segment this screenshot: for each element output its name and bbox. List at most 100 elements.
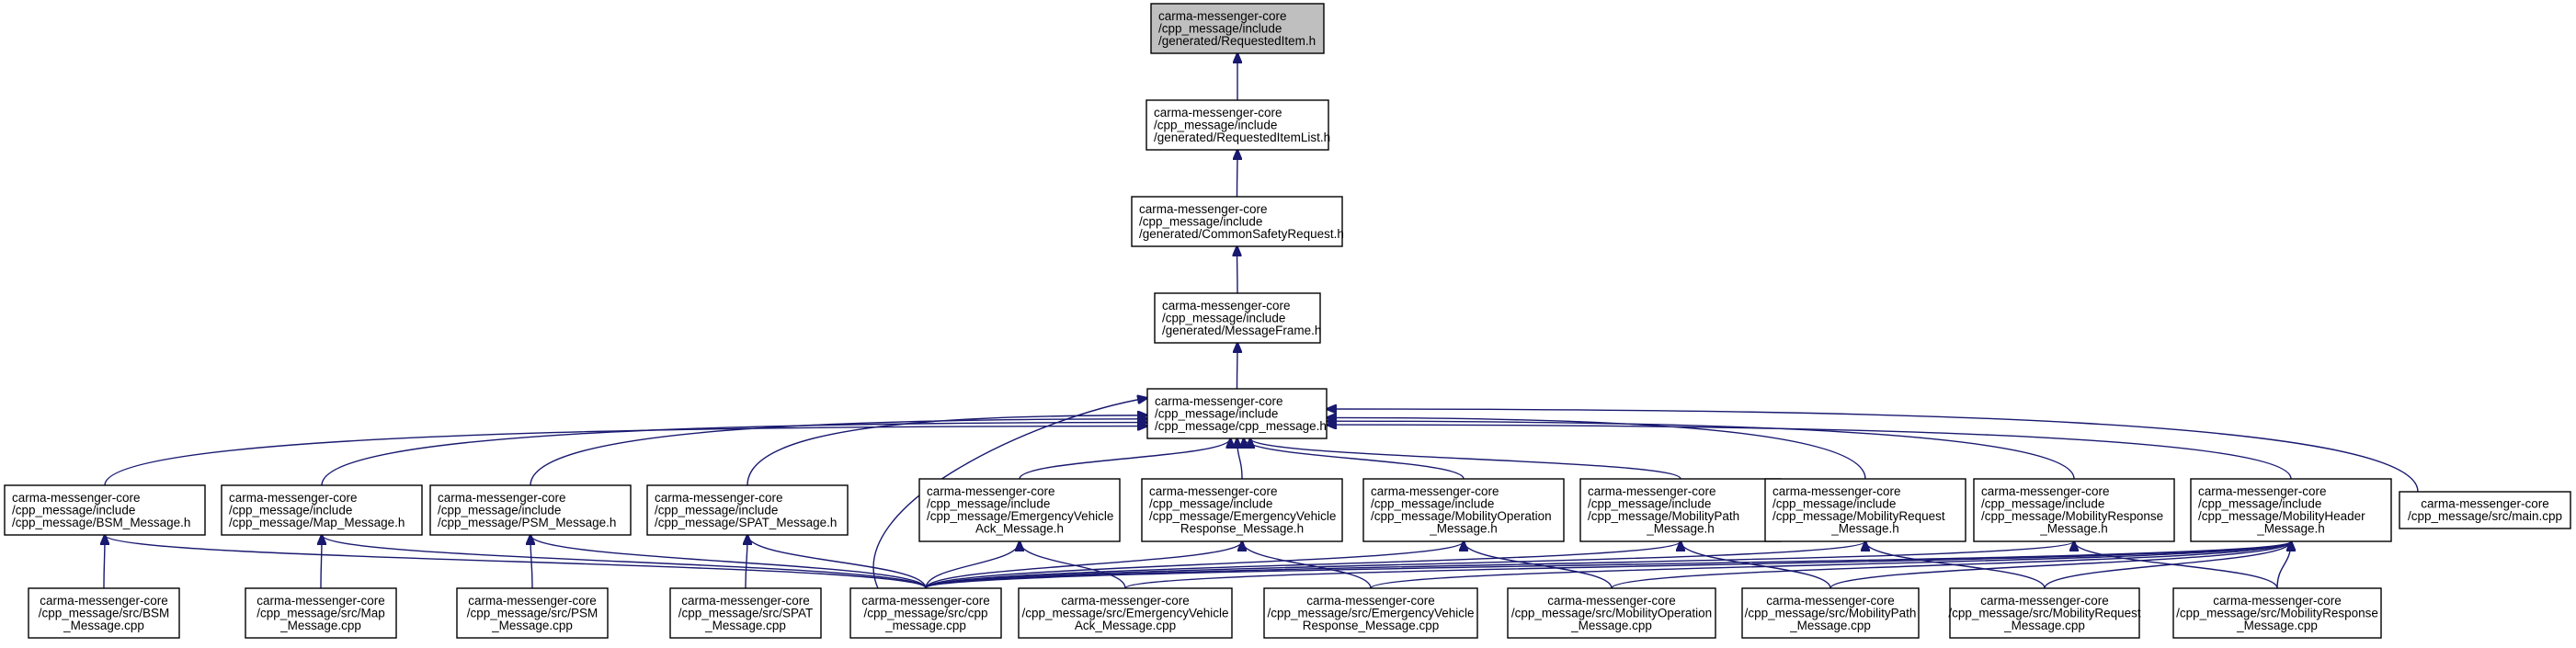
node-label-line: carma-messenger-core [861, 594, 990, 608]
node-mobpath-h[interactable]: carma-messenger-core/cpp_message/include… [1579, 478, 1782, 542]
node-label-line: _Message.cpp [2236, 619, 2318, 632]
node-label-line: carma-messenger-core [1371, 484, 1499, 498]
node-label-line: Ack_Message.cpp [1075, 619, 1176, 632]
node-label-line: carma-messenger-core [256, 594, 385, 608]
node-mobop-h[interactable]: carma-messenger-core/cpp_message/include… [1362, 478, 1565, 542]
node-main-cpp[interactable]: carma-messenger-core/cpp_message/src/mai… [2399, 491, 2571, 529]
edge-mobpath-h-to-cpp-message-h [1250, 438, 1681, 480]
node-label-line: carma-messenger-core [468, 594, 597, 608]
edge-path [1124, 541, 2291, 589]
node-cpp-message-cpp[interactable]: carma-messenger-core/cpp_message/src/cpp… [849, 587, 1002, 639]
node-label-line: carma-messenger-core [229, 491, 358, 505]
node-messageframe-h[interactable]: carma-messenger-core/cpp_message/include… [1154, 292, 1321, 344]
node-label-line: carma-messenger-core [1306, 594, 1435, 608]
node-label-line: carma-messenger-core [2198, 484, 2327, 498]
node-box [1131, 196, 1343, 247]
edge-evr-cpp-to-mobhdr-h [1370, 541, 2291, 589]
node-label-line: /cpp_message/MobilityOperation [1371, 509, 1552, 523]
edge-cpp-message-cpp-to-spat-h [747, 535, 927, 589]
edge-path [530, 419, 1147, 486]
edge-commonsafetyrequest-h-to-requesteditemlist-h [1237, 150, 1238, 198]
edge-mobresp-cpp-to-mobhdr-h [2276, 541, 2291, 589]
node-mobreq-cpp[interactable]: carma-messenger-core/cpp_message/src/Mob… [1948, 587, 2141, 639]
edge-path [2044, 541, 2291, 589]
node-label-line: /cpp_message/include [1154, 118, 1277, 131]
node-label-line: /cpp_message/MobilityPath [1588, 509, 1739, 523]
edge-cpp-message-cpp-to-map-h [322, 535, 927, 589]
node-mobreq-h[interactable]: carma-messenger-core/cpp_message/include… [1764, 478, 1966, 542]
node-label-line: carma-messenger-core [438, 491, 566, 505]
node-label-line: /cpp_message/src/MobilityRequest [1948, 606, 2141, 620]
node-mobresp-cpp[interactable]: carma-messenger-core/cpp_message/src/Mob… [2172, 587, 2382, 639]
node-label-line: carma-messenger-core [655, 491, 783, 505]
node-label-line: _Message.h [1429, 522, 1498, 536]
edge-mobresp-cpp-to-mobresp-h [2074, 541, 2278, 589]
node-box [1362, 478, 1565, 542]
edge-main-cpp-to-cpp-message-h [1327, 409, 2419, 493]
node-eva-cpp[interactable]: carma-messenger-core/cpp_message/src/Eme… [1018, 587, 1233, 639]
node-psm-h[interactable]: carma-messenger-core/cpp_message/include… [429, 484, 632, 536]
edge-path [746, 535, 747, 589]
edge-cpp-message-cpp-to-evr-h [925, 541, 1242, 589]
node-spat-h[interactable]: carma-messenger-core/cpp_message/include… [646, 484, 849, 536]
edge-path [872, 398, 1147, 589]
node-cpp-message-h[interactable]: carma-messenger-core/cpp_message/include… [1146, 388, 1328, 439]
node-label-line: carma-messenger-core [1588, 484, 1716, 498]
node-evr-h[interactable]: carma-messenger-core/cpp_message/include… [1141, 478, 1343, 542]
node-label-line: _Message.cpp [63, 619, 144, 632]
edge-path [1237, 343, 1238, 390]
node-eva-h[interactable]: carma-messenger-core/cpp_message/include… [918, 478, 1121, 542]
dependency-edges [104, 53, 2419, 589]
node-box [245, 587, 397, 639]
node-label-line: _Message.cpp [279, 619, 361, 632]
edge-path [925, 541, 2074, 589]
node-label-line: /cpp_message/include [1158, 21, 1282, 35]
edge-path [2276, 541, 2291, 589]
node-box [1018, 587, 1233, 639]
edge-spat-h-to-cpp-message-h [747, 415, 1147, 486]
node-label-line: carma-messenger-core [40, 594, 168, 608]
node-evr-cpp[interactable]: carma-messenger-core/cpp_message/src/Eme… [1263, 587, 1478, 639]
node-box [918, 478, 1121, 542]
node-map-cpp[interactable]: carma-messenger-core/cpp_message/src/Map… [245, 587, 397, 639]
edge-bsm-cpp-to-bsm-h [104, 535, 105, 589]
node-label-line: _Message.cpp [491, 619, 573, 632]
node-label-line: carma-messenger-core [1154, 106, 1282, 119]
edge-path [747, 415, 1147, 486]
edge-path [925, 541, 1464, 589]
node-commonsafetyrequest-h[interactable]: carma-messenger-core/cpp_message/include… [1131, 196, 1344, 247]
node-label-line: /cpp_message/include [1139, 214, 1262, 228]
edge-evr-h-to-cpp-message-h [1237, 438, 1243, 480]
node-box [1154, 292, 1321, 344]
node-box [2172, 587, 2382, 639]
edge-path [1237, 438, 1243, 480]
node-spat-cpp[interactable]: carma-messenger-core/cpp_message/src/SPA… [669, 587, 822, 639]
edge-cpp-message-cpp-to-mobreq-h [925, 541, 1865, 589]
node-psm-cpp[interactable]: carma-messenger-core/cpp_message/src/PSM… [456, 587, 609, 639]
node-box [28, 587, 180, 639]
edge-mobop-h-to-cpp-message-h [1244, 438, 1465, 480]
edge-path [1681, 541, 1831, 589]
node-bsm-cpp[interactable]: carma-messenger-core/cpp_message/src/BSM… [28, 587, 180, 639]
node-requesteditem-h[interactable]: carma-messenger-core/cpp_message/include… [1150, 3, 1325, 54]
node-box [2190, 478, 2392, 542]
edge-path [1327, 425, 2292, 480]
node-mobresp-h[interactable]: carma-messenger-core/cpp_message/include… [1973, 478, 2175, 542]
node-mobpath-cpp[interactable]: carma-messenger-core/cpp_message/src/Mob… [1741, 587, 1920, 639]
node-label-line: /cpp_message/src/EmergencyVehicle [1267, 606, 1474, 620]
node-requesteditemlist-h[interactable]: carma-messenger-core/cpp_message/include… [1146, 99, 1330, 151]
node-bsm-h[interactable]: carma-messenger-core/cpp_message/include… [4, 484, 206, 536]
node-label-line: _Message.cpp [1789, 619, 1871, 632]
node-label-line: carma-messenger-core [1766, 594, 1895, 608]
edge-cpp-message-cpp-to-mobop-h [925, 541, 1464, 589]
node-mobhdr-h[interactable]: carma-messenger-core/cpp_message/include… [2190, 478, 2392, 542]
node-label-line: carma-messenger-core [1980, 594, 2109, 608]
node-map-h[interactable]: carma-messenger-core/cpp_message/include… [221, 484, 423, 536]
edge-messageframe-h-to-commonsafetyrequest-h [1237, 246, 1238, 294]
node-label-line: Response_Message.h [1180, 522, 1304, 536]
edge-mobreq-cpp-to-mobhdr-h [2044, 541, 2291, 589]
node-label-line: _message.cpp [884, 619, 966, 632]
node-mobop-cpp[interactable]: carma-messenger-core/cpp_message/src/Mob… [1507, 587, 1716, 639]
node-label-line: /cpp_message/src/BSM [39, 606, 170, 620]
node-label-line: /cpp_message/src/SPAT [678, 606, 814, 620]
